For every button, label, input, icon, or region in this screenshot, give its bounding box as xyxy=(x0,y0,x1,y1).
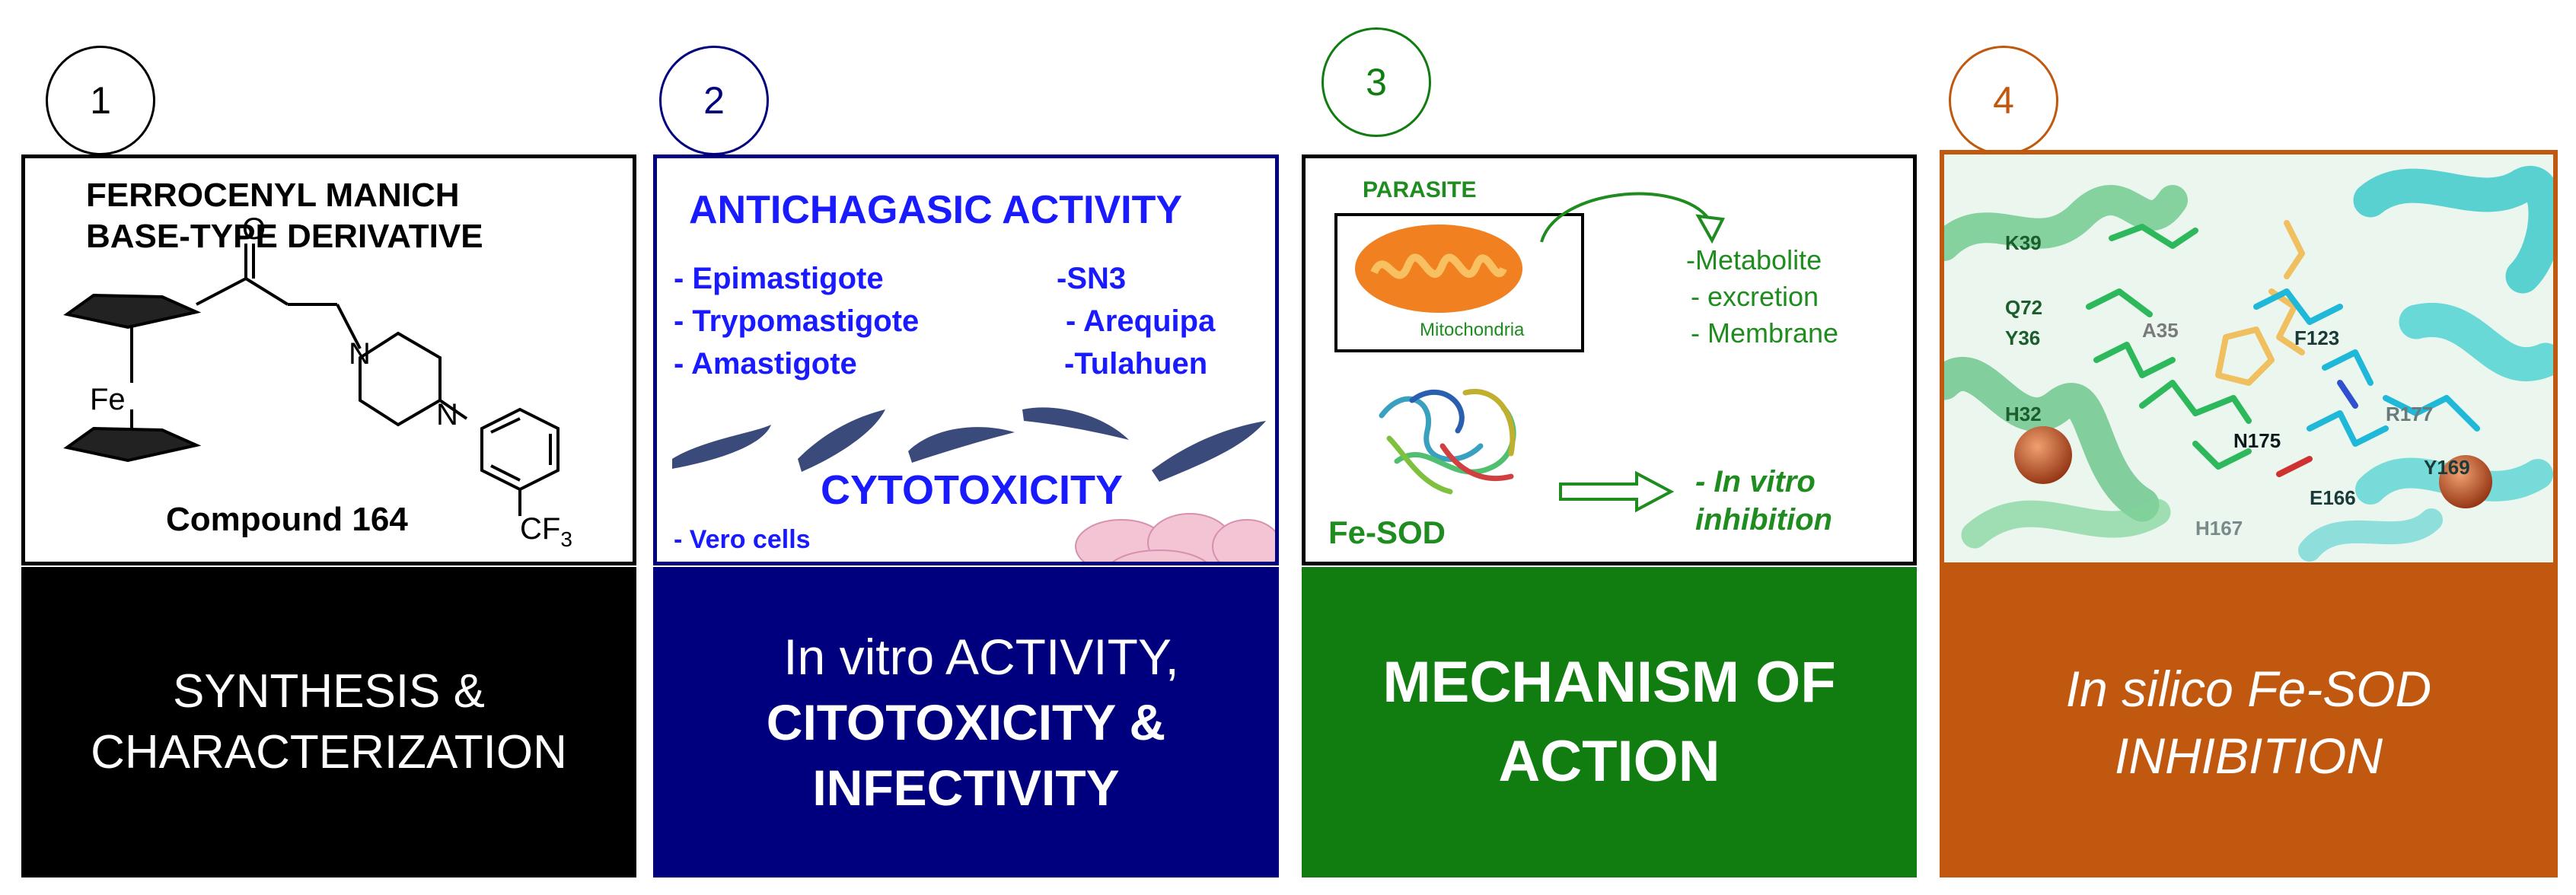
panel-2-caption: In vitro ACTIVITY, CITOTOXICITY & INFECT… xyxy=(653,567,1279,877)
caption-line3: INFECTIVITY xyxy=(812,760,1120,816)
residue-label: K39 xyxy=(2005,231,2042,254)
stage-item: - Amastigote xyxy=(674,347,857,381)
stage-item: - Trypomastigote xyxy=(674,304,920,338)
caption-line1: MECHANISM OF xyxy=(1382,650,1836,715)
cyclopentadienyl-ring-upper xyxy=(63,293,202,330)
in-vitro-line2: inhibition xyxy=(1695,503,1832,537)
residue-label: H32 xyxy=(2005,403,2042,425)
strain-item: -Tulahuen xyxy=(1064,347,1208,381)
residue-label: A35 xyxy=(2142,319,2179,342)
effect-item: - Membrane xyxy=(1691,317,1839,349)
atom-nitrogen-2: N xyxy=(436,398,458,432)
atom-nitrogen-1: N xyxy=(349,337,371,371)
iron-atom xyxy=(2439,455,2492,508)
caption-line2: INHIBITION xyxy=(2114,728,2383,784)
cytotoxicity-heading: CYTOTOXICITY xyxy=(821,467,1124,513)
atom-iron: Fe xyxy=(90,383,126,416)
benzene-ring xyxy=(480,407,560,492)
mitochondrion-illustration xyxy=(1355,225,1522,313)
step-1-circle: 1 xyxy=(46,46,155,155)
trypanosome-illustration xyxy=(672,407,1275,562)
trifluoromethyl-label: CF xyxy=(520,512,560,546)
ferrocenyl-structure: O Fe N N CF3 xyxy=(63,212,572,551)
strain-item: - Arequipa xyxy=(1066,304,1216,338)
parasite-label: PARASITE xyxy=(1363,177,1477,202)
effect-item: -Metabolite xyxy=(1686,244,1822,276)
caption-line1: SYNTHESIS & xyxy=(172,665,485,718)
step-number: 3 xyxy=(1366,61,1387,104)
compound-label: Compound 164 xyxy=(166,501,408,538)
caption-line2: ACTION xyxy=(1498,729,1720,794)
panel-3-mechanism: PARASITE Mitochondria -Metabolite - excr… xyxy=(1302,154,1917,565)
cyclopentadienyl-ring-lower xyxy=(63,426,202,463)
residue-label: E166 xyxy=(2310,486,2356,509)
fe-sod-label: Fe-SOD xyxy=(1328,514,1446,550)
step-2-circle: 2 xyxy=(659,46,769,155)
step-number: 1 xyxy=(90,79,111,122)
step-3-circle: 3 xyxy=(1321,27,1431,137)
residue-label: Y36 xyxy=(2005,326,2040,349)
step-4-circle: 4 xyxy=(1949,46,2058,155)
in-vitro-line1: - In vitro xyxy=(1695,465,1816,498)
mitochondria-label: Mitochondria xyxy=(1420,320,1525,340)
trifluoromethyl-subscript: 3 xyxy=(560,527,572,551)
parasite-box xyxy=(1334,213,1584,352)
caption-line1: In vitro ACTIVITY, xyxy=(753,624,1179,690)
vero-cells-label: - Vero cells xyxy=(674,525,811,554)
residue-label: Y169 xyxy=(2424,456,2470,479)
residue-label: N175 xyxy=(2233,429,2281,452)
caption-line1: In silico Fe-SOD xyxy=(2065,661,2432,717)
piperazine-ring xyxy=(359,331,442,427)
arrow-inhibition xyxy=(1559,470,1675,513)
stage-item: - Epimastigote xyxy=(674,262,884,295)
iron-atom xyxy=(2014,426,2072,484)
vero-cell xyxy=(1111,549,1207,562)
panel-4-docking: K39 Q72 Y36 A35 F123 H32 R177 N175 Y169 … xyxy=(1940,150,2558,567)
compound-title-line1: FERROCENYL MANICH xyxy=(86,177,460,214)
caption-line2: CITOTOXICITY & xyxy=(766,694,1166,750)
antichagasic-heading: ANTICHAGASIC ACTIVITY xyxy=(689,188,1183,232)
strain-item: -SN3 xyxy=(1057,262,1127,295)
arrow-parasite-to-effects xyxy=(1540,192,1726,244)
svg-text:CF3: CF3 xyxy=(520,512,572,551)
residue-label: H167 xyxy=(2195,517,2243,540)
caption-line1-text: In vitro ACTIVITY, xyxy=(783,629,1179,685)
panel-1-structure: FERROCENYL MANICH BASE-TYPE DERIVATIVE xyxy=(21,154,636,565)
step-number: 4 xyxy=(1993,79,2014,122)
docking-pose-illustration: K39 Q72 Y36 A35 F123 H32 R177 N175 Y169 … xyxy=(1944,154,2553,562)
panel-1-caption: SYNTHESIS & CHARACTERIZATION xyxy=(21,567,636,877)
fe-sod-protein-illustration xyxy=(1379,389,1516,495)
caption-line2: CHARACTERIZATION xyxy=(91,726,567,779)
panel-2-activity: ANTICHAGASIC ACTIVITY - Epimastigote - T… xyxy=(653,154,1279,565)
residue-label: R177 xyxy=(2386,403,2433,425)
residue-label: F123 xyxy=(2294,326,2339,349)
residue-label: Q72 xyxy=(2005,296,2042,319)
vero-cell xyxy=(1212,519,1275,562)
atom-oxygen: O xyxy=(242,212,266,246)
compound-title-line2: BASE-TYPE DERIVATIVE xyxy=(86,218,483,255)
effect-item: - excretion xyxy=(1691,281,1819,312)
panel-4-caption: In silico Fe-SOD INHIBITION xyxy=(1940,567,2558,877)
step-number: 2 xyxy=(703,79,725,122)
panel-3-caption: MECHANISM OF ACTION xyxy=(1302,567,1917,877)
